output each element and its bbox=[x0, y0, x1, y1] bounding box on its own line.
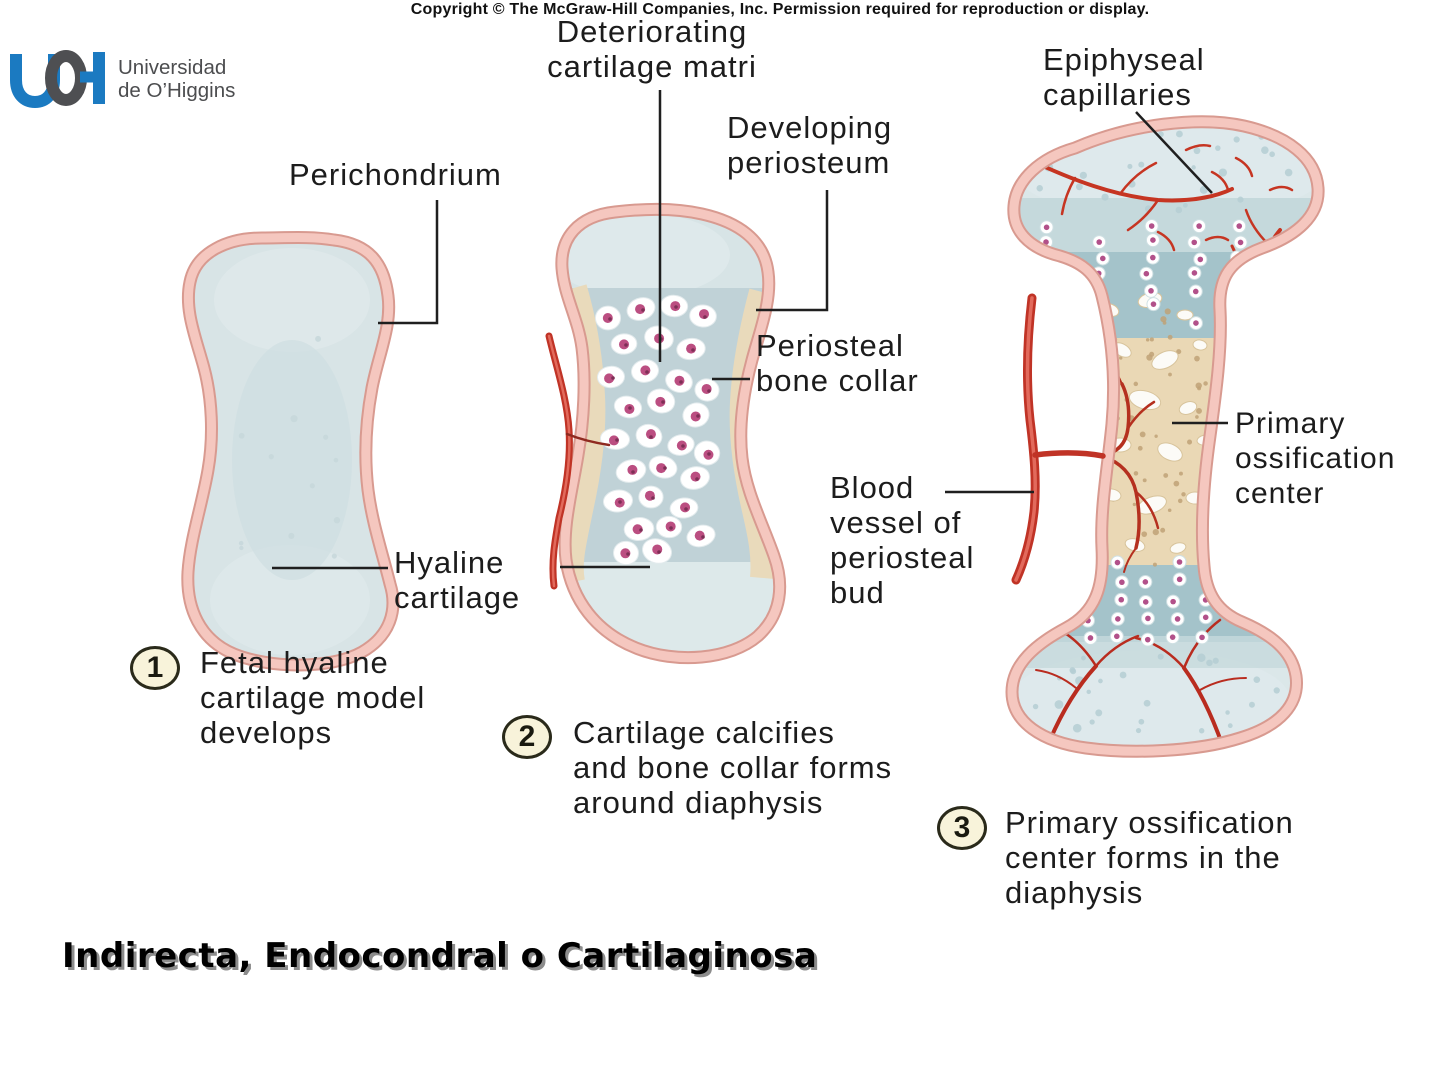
label-deteriorating-cartilage-matrix: Deteriorating cartilage matri bbox=[547, 14, 757, 84]
label-blood-vessel-of-periosteal-bud: Blood vessel of periosteal bud bbox=[830, 470, 975, 610]
leader-epiphyseal-capillaries bbox=[1135, 111, 1213, 194]
leader-perichondrium bbox=[378, 200, 439, 325]
step-3-text: Primary ossification center forms in the… bbox=[1005, 805, 1294, 910]
epiphyseal-capillaries-bottom bbox=[1035, 618, 1247, 746]
label-perichondrium: Perichondrium bbox=[289, 157, 502, 192]
uoh-logo-text: Universidad de O’Higgins bbox=[118, 56, 235, 102]
slide-title: Indirecta, Endocondral o Cartilaginosa bbox=[62, 936, 818, 976]
step-2-text: Cartilage calcifies and bone collar form… bbox=[573, 715, 893, 820]
bone-stage-1-illustration bbox=[188, 238, 393, 666]
periosteal-bud-vessel-stage3 bbox=[1011, 293, 1106, 585]
uoh-logo-line2: de O’Higgins bbox=[118, 79, 236, 102]
leader-developing-periosteum bbox=[756, 190, 829, 312]
step-1-badge: 1 bbox=[130, 646, 180, 690]
copyright-notice: Copyright © The McGraw-Hill Companies, I… bbox=[410, 1, 1150, 18]
label-periosteal-bone-collar: Periosteal bone collar bbox=[756, 328, 919, 398]
uoh-logo-line1: Universidad bbox=[118, 56, 227, 79]
leader-lines bbox=[272, 90, 1228, 570]
periosteal-bud-vessel-stage2 bbox=[545, 332, 611, 590]
label-epiphyseal-capillaries: Epiphyseal capillaries bbox=[1043, 42, 1205, 112]
step-3-badge: 3 bbox=[937, 806, 987, 850]
label-primary-ossification-center: Primary ossification center bbox=[1235, 407, 1396, 510]
step-1-text: Fetal hyaline cartilage model develops bbox=[200, 645, 426, 750]
bone-stage-2-illustration bbox=[545, 209, 792, 682]
label-developing-periosteum: Developing periosteum bbox=[727, 110, 893, 180]
uoh-logo: Universidad de O’Higgins bbox=[6, 50, 266, 114]
step-2-badge: 2 bbox=[502, 715, 552, 759]
uoh-logo-mark-icon bbox=[10, 50, 105, 109]
label-hyaline-cartilage: Hyaline cartilage bbox=[394, 545, 521, 615]
